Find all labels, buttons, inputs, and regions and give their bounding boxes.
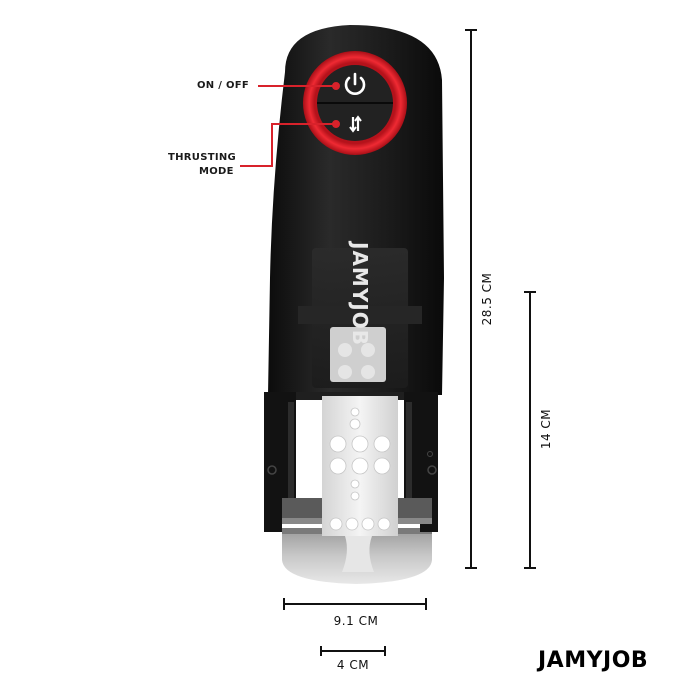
power-button[interactable] [338, 68, 372, 100]
thrusting-mode-label-line1: THRUSTING [168, 152, 237, 163]
insertable-length-label: 14 CM [539, 408, 553, 450]
thrusting-mode-button[interactable] [338, 108, 372, 140]
power-icon [344, 72, 366, 95]
body-logo: JAMYJOB [348, 242, 372, 346]
callout-lines [240, 82, 340, 167]
on-off-label: ON / OFF [197, 80, 250, 91]
viewing-window [298, 248, 422, 388]
dimension-lines [283, 29, 536, 656]
thrusting-mode-label-line2: MODE [199, 166, 234, 177]
brand-logo: JAMYJOB [538, 648, 649, 673]
total-height-label: 28.5 CM [480, 272, 494, 326]
thrust-arrows-icon [349, 115, 362, 133]
inner-diameter-label: 4 CM [336, 658, 370, 672]
width-label: 9.1 CM [333, 614, 379, 628]
textured-sleeve [322, 396, 398, 572]
